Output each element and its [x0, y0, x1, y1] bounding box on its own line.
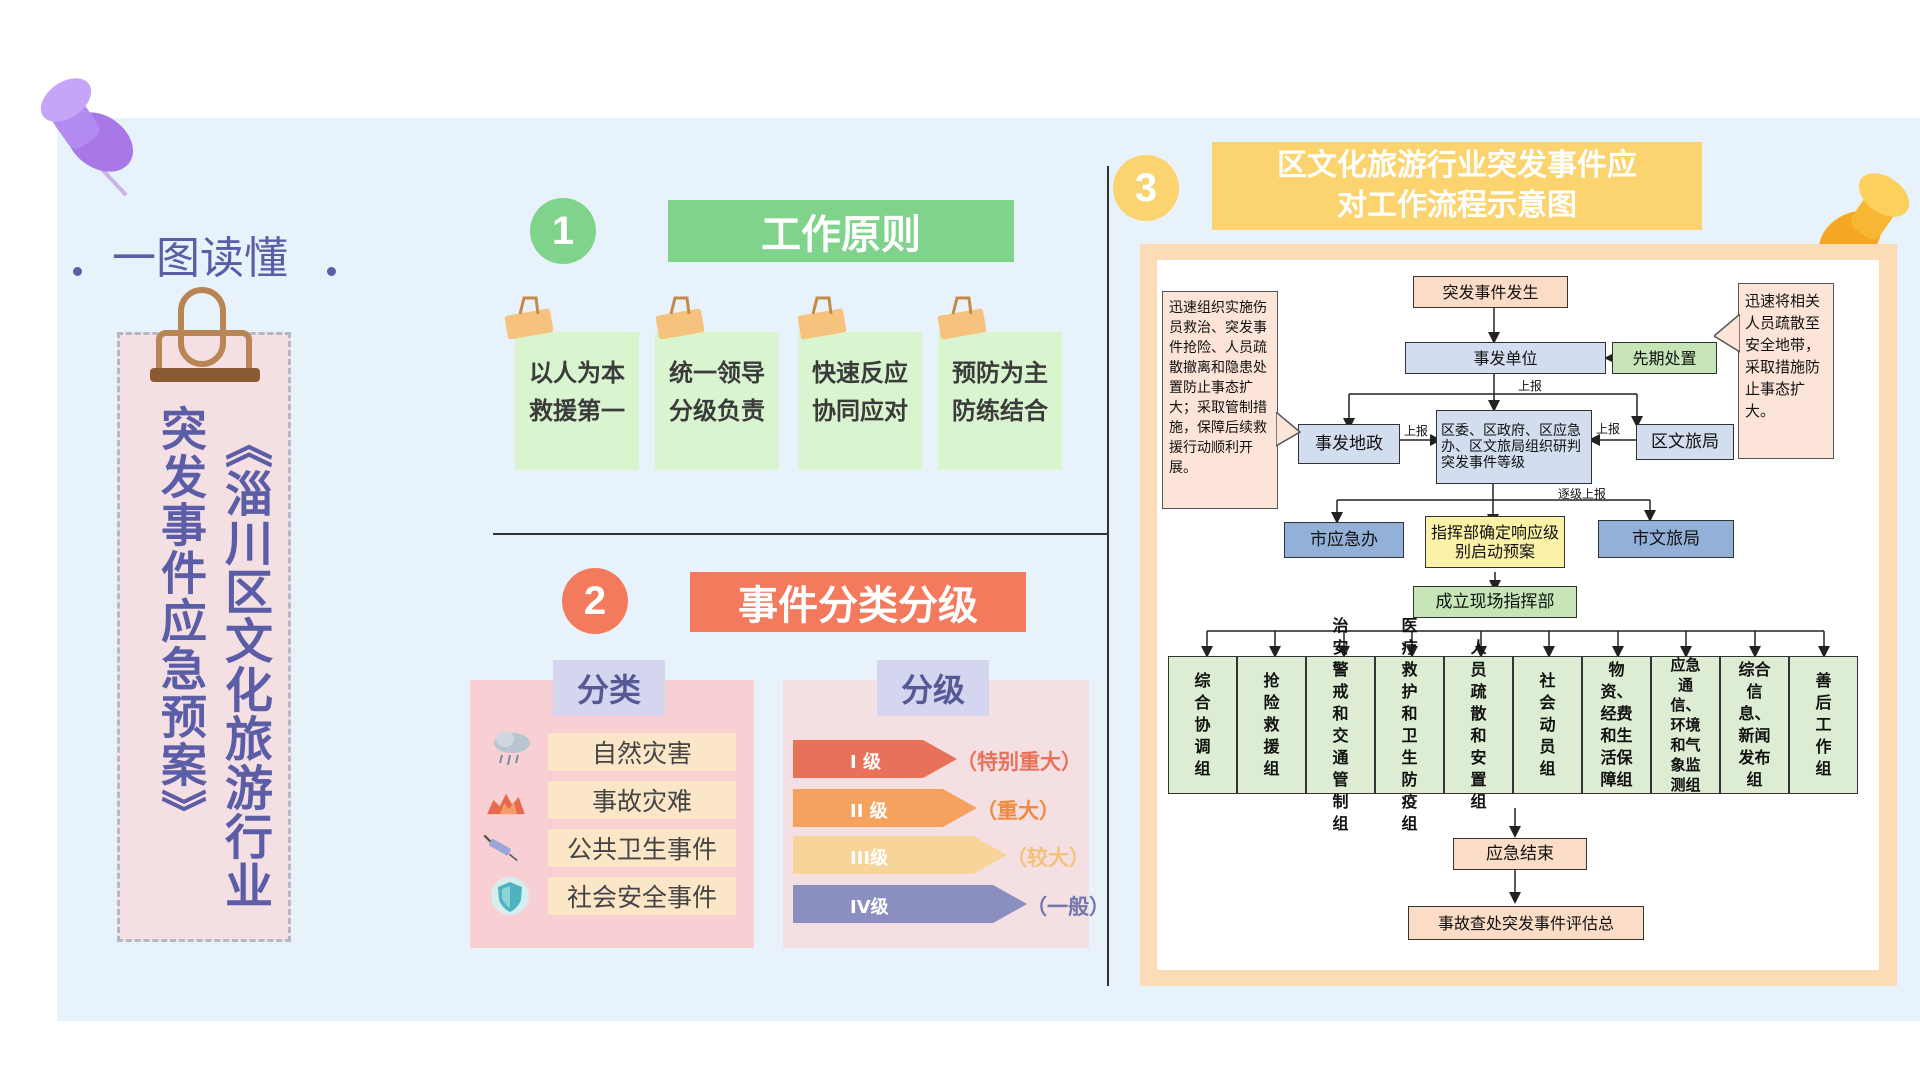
- purple-pushpin-icon: [28, 70, 138, 200]
- note-clip-icon: [502, 294, 558, 344]
- principle-3-line1: 快速反应: [812, 359, 908, 387]
- section3-title-line1: 区文化旅游行业突发事件应: [1277, 148, 1637, 183]
- shield-icon: [488, 874, 532, 918]
- vertical-divider: [1107, 166, 1109, 986]
- cloud-rain-icon: [490, 727, 534, 771]
- flow-reporting-unit: 事发单位: [1405, 342, 1606, 374]
- binder-clip-base: [150, 368, 260, 382]
- class-social-security: 社会安全事件: [548, 877, 736, 915]
- flow-emergency-end: 应急结束: [1453, 838, 1587, 870]
- level-2-arrow: [793, 789, 977, 831]
- horizontal-divider: [493, 533, 1107, 535]
- level-1-label: I 级: [850, 752, 881, 773]
- level-4-arrow: [793, 885, 1027, 927]
- title-line-2: 突发事件应急预案》: [154, 405, 208, 837]
- principle-note-3: 快速反应 协同应对: [798, 332, 922, 470]
- class-public-health: 公共卫生事件: [548, 829, 736, 867]
- fire-disaster-icon: [484, 778, 528, 822]
- callout-right-pointer: [1714, 314, 1740, 353]
- flow-site-command: 成立现场指挥部: [1413, 586, 1577, 618]
- principle-note-4: 预防为主 防练结合: [938, 332, 1062, 470]
- principle-4-line1: 预防为主: [952, 359, 1048, 387]
- flow-report-label: 上报: [1518, 379, 1543, 393]
- level-3-arrow: [793, 836, 1007, 878]
- flow-local-government: 事发地政: [1298, 424, 1400, 464]
- level-1-desc: （特别重大）: [956, 750, 1082, 774]
- flow-command-response: 指挥部确定响应级别启动预案: [1425, 516, 1565, 568]
- flow-district-assessment: 区委、区政府、区应急办、区文旅局组织研判突发事件等级: [1436, 410, 1592, 484]
- group-8: 应急通信、环境和气象监测组: [1651, 656, 1720, 794]
- level-3-desc: （较大）: [1006, 846, 1090, 870]
- note-clip-icon: [653, 294, 709, 344]
- subtitle: 一图读懂: [112, 233, 288, 284]
- note-clip-icon: [795, 294, 851, 344]
- level-4-label: IV级: [850, 897, 889, 918]
- section3-number: 3: [1113, 155, 1179, 221]
- section3-title-line2: 对工作流程示意图: [1337, 188, 1577, 223]
- classification-tab: 分类: [553, 660, 665, 716]
- flow-report-levels-label: 逐级上报: [1558, 487, 1607, 501]
- group-4: 医疗救护和卫生防疫组: [1375, 616, 1444, 833]
- flow-report-left-label: 上报: [1404, 424, 1429, 438]
- group-2: 抢险救援组: [1237, 656, 1306, 794]
- class-accident-disaster: 事故灾难: [548, 781, 736, 819]
- principle-1-line1: 以人为本: [529, 359, 625, 387]
- section2-number: 2: [562, 568, 628, 634]
- principle-note-1: 以人为本 救援第一: [515, 332, 639, 470]
- group-9: 综合信息、新闻发布组: [1720, 656, 1789, 794]
- level-4-desc: （一般）: [1026, 895, 1110, 919]
- group-3: 治安警戒和交通管制组: [1306, 616, 1375, 833]
- flow-early-disposal: 先期处置: [1612, 342, 1717, 374]
- level-2-desc: （重大）: [976, 799, 1060, 823]
- callout-right: 迅速将相关人员疏散至安全地带，采取措施防止事态扩大。: [1738, 283, 1834, 459]
- principle-4-line2: 防练结合: [952, 397, 1048, 425]
- binder-clip-icon: [178, 287, 226, 367]
- section3-title: 区文化旅游行业突发事件应 对工作流程示意图: [1212, 142, 1702, 230]
- group-6: 社会动员组: [1513, 656, 1582, 794]
- principle-2-line1: 统一领导: [669, 359, 765, 387]
- level-3-label: III级: [850, 848, 889, 869]
- syringe-icon: [478, 826, 522, 870]
- section1-title: 工作原则: [668, 200, 1014, 262]
- flow-event-occurs: 突发事件发生: [1413, 276, 1568, 308]
- note-clip-icon: [935, 294, 991, 344]
- section2-title: 事件分类分级: [690, 572, 1026, 632]
- title-line-1: 《淄川区文化旅游行业: [216, 420, 272, 910]
- principle-3-line2: 协同应对: [812, 397, 908, 425]
- flow-report-right-label: 上报: [1596, 422, 1621, 436]
- section1-number: 1: [530, 198, 596, 264]
- levels-tab: 分级: [877, 660, 989, 716]
- principle-note-2: 统一领导 分级负责: [655, 332, 779, 470]
- group-1: 综合协调组: [1168, 656, 1237, 794]
- flow-district-bureau: 区文旅局: [1636, 424, 1734, 460]
- level-1-arrow: [793, 740, 957, 782]
- principle-1-line2: 救援第一: [529, 397, 625, 425]
- flow-city-bureau: 市文旅局: [1598, 520, 1734, 558]
- flow-city-emergency: 市应急办: [1284, 522, 1404, 558]
- decor-dot-right: [327, 267, 336, 276]
- class-natural-disaster: 自然灾害: [548, 733, 736, 771]
- level-2-label: II 级: [850, 801, 888, 822]
- group-5: 人员疏散和安置组: [1444, 638, 1513, 811]
- callout-left-pointer: [1276, 412, 1302, 447]
- flow-final-assessment: 事故查处突发事件评估总: [1408, 906, 1644, 940]
- callout-left: 迅速组织实施伤员救治、突发事件抢险、人员疏散撤离和隐患处置防止事态扩大；采取管制…: [1162, 291, 1278, 509]
- group-10: 善后工作组: [1789, 656, 1858, 794]
- group-7: 物资、经费和生活保障组: [1582, 656, 1651, 794]
- principle-2-line2: 分级负责: [669, 397, 765, 425]
- decor-dot-left: [73, 267, 82, 276]
